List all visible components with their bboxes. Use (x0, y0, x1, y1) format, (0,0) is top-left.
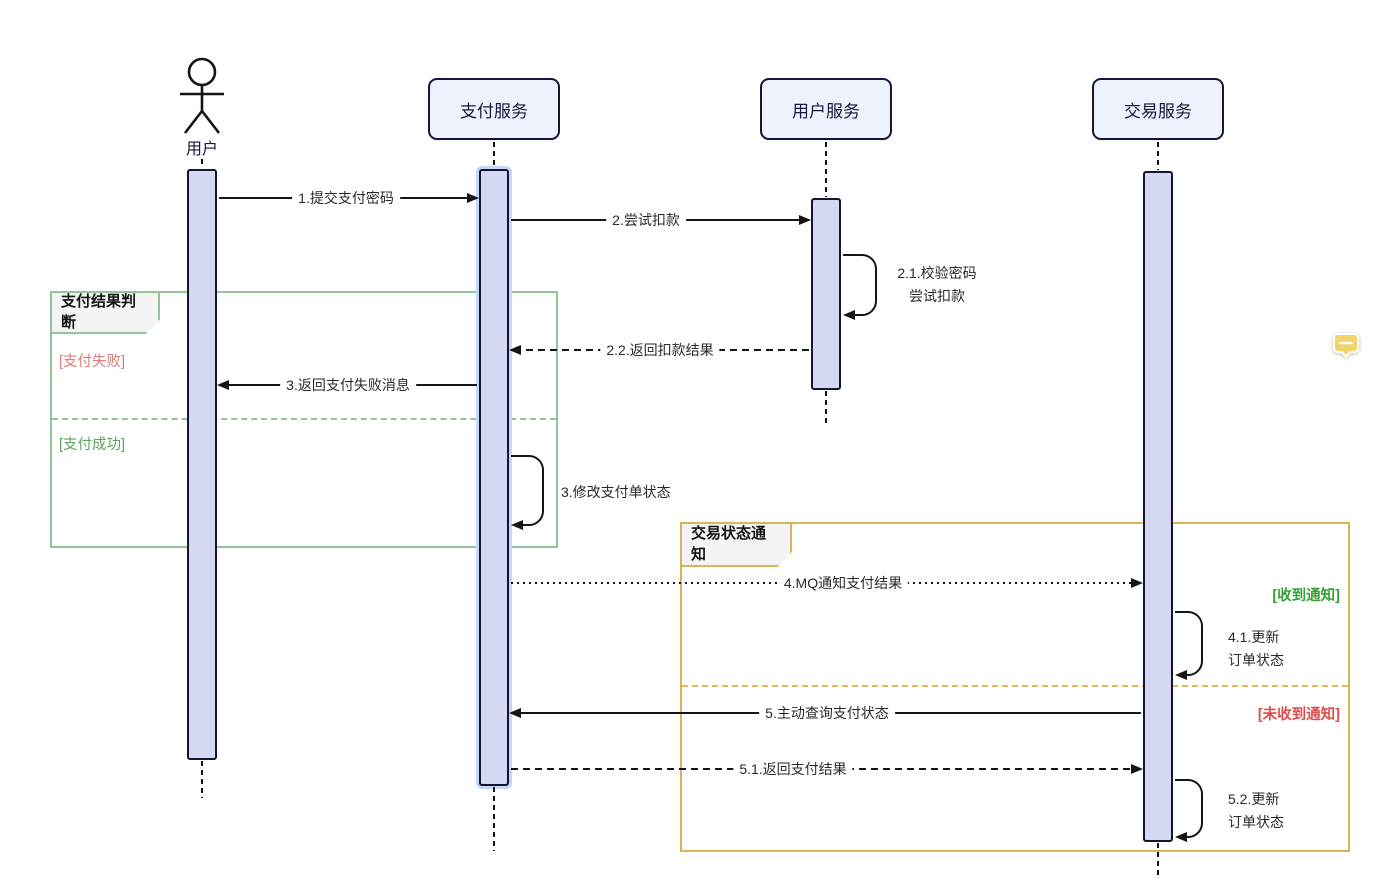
message-2-label[interactable]: 2.尝试扣款 (606, 210, 686, 230)
frame-title-payment-result: 支付结果判断 (50, 291, 160, 334)
guard-notify-not-received: [未收到通知] (1257, 707, 1340, 723)
message-5-2-self-arrow[interactable] (1175, 779, 1203, 842)
participant-label: 支付服务 (460, 101, 528, 121)
message-4-1-self-arrow[interactable] (1175, 611, 1203, 680)
activation-user[interactable] (187, 169, 217, 760)
message-5-2-label[interactable]: 5.2.更新 订单状态 (1228, 788, 1284, 834)
participant-payment-service[interactable]: 支付服务 (428, 78, 560, 140)
participant-label: 交易服务 (1124, 101, 1192, 121)
alt-frame-trade-notify[interactable]: 交易状态通知 [收到通知] [未收到通知] (680, 522, 1350, 852)
message-2-2-label[interactable]: 2.2.返回扣款结果 (600, 340, 720, 360)
message-2-1-label[interactable]: 2.1.校验密码 尝试扣款 (889, 262, 985, 308)
message-line-1: 2.1.校验密码 (897, 265, 977, 281)
guard-payment-success: [支付成功] (59, 437, 126, 453)
alt-divider-payment-result (52, 418, 556, 420)
lifelines (201, 142, 1159, 877)
activation-user-service[interactable] (811, 198, 841, 390)
frame-title-text: 交易状态通知 (691, 524, 767, 563)
message-5-label[interactable]: 5.主动查询支付状态 (759, 703, 895, 723)
message-line-2: 订单状态 (1228, 814, 1284, 830)
message-3-self-label[interactable]: 3.修改支付单状态 (561, 484, 671, 500)
message-2-1-self-arrow[interactable] (843, 254, 877, 320)
message-1-label[interactable]: 1.提交支付密码 (292, 188, 400, 208)
alt-divider-trade-notify (682, 685, 1348, 687)
frame-title-trade-notify: 交易状态通知 (680, 522, 792, 567)
message-4-label[interactable]: 4.MQ通知支付结果 (777, 573, 909, 593)
guard-payment-fail: [支付失败] (59, 354, 126, 370)
frame-title-text: 支付结果判断 (61, 292, 137, 331)
actor-label: 用户 (185, 141, 218, 158)
message-line-1: 5.2.更新 (1228, 791, 1280, 807)
participant-user-service[interactable]: 用户服务 (760, 78, 892, 140)
message-line-2: 订单状态 (1228, 652, 1284, 668)
message-line-2: 尝试扣款 (909, 288, 965, 304)
comment-marker-icon[interactable] (1333, 333, 1359, 359)
guard-notify-received: [收到通知] (1272, 588, 1340, 604)
participant-trade-service[interactable]: 交易服务 (1092, 78, 1224, 140)
message-4-1-label[interactable]: 4.1.更新 订单状态 (1228, 626, 1284, 672)
message-3-self-arrow[interactable] (511, 455, 544, 530)
actor-user-icon[interactable] (180, 57, 224, 134)
message-line-1: 4.1.更新 (1228, 629, 1280, 645)
activation-trade-service[interactable] (1143, 171, 1173, 842)
participant-label: 用户服务 (792, 101, 860, 121)
alt-frame-payment-result[interactable]: 支付结果判断 [支付失败] [支付成功] (50, 291, 558, 548)
message-3-label[interactable]: 3.返回支付失败消息 (280, 375, 416, 395)
message-5-1-label[interactable]: 5.1.返回支付结果 (733, 759, 853, 779)
activation-payment-service[interactable] (479, 169, 509, 786)
